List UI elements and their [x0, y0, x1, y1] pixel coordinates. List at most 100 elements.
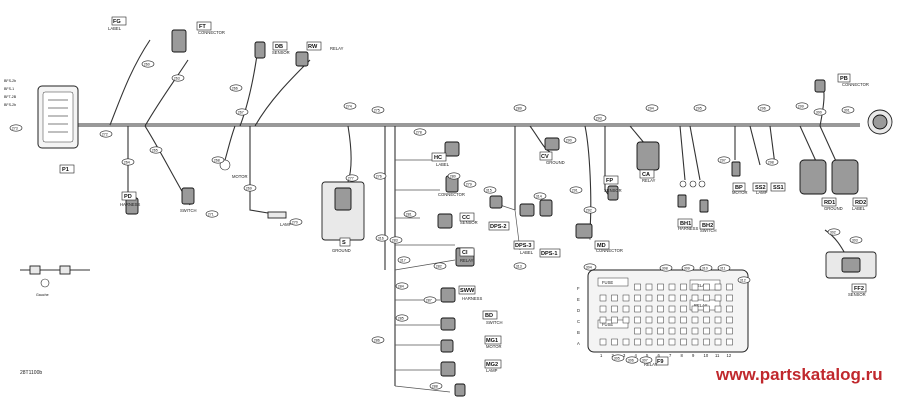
callout-number: 278	[416, 130, 422, 134]
fuse-slot	[703, 305, 710, 313]
callout-bubble	[717, 156, 731, 164]
callout-number: 299	[798, 104, 804, 108]
fuse-note-3: RELAY	[694, 283, 708, 288]
callout-bubble	[849, 236, 863, 244]
code-ci: CI	[462, 250, 468, 256]
callout-bubble	[389, 236, 403, 244]
callout-number: 309	[684, 266, 690, 270]
callout-number: 317	[400, 258, 406, 262]
callout-number: 282	[436, 264, 442, 268]
fuse-slot	[726, 305, 733, 313]
connectors-top-left: FG FT DB RW PD	[111, 16, 322, 219]
code-rd2: RD2	[855, 200, 866, 206]
callout-bubble	[593, 114, 607, 122]
callout-number: 290	[566, 138, 572, 142]
callout-bubble	[99, 130, 113, 138]
fuse-slot	[680, 283, 687, 291]
code-p1: P1	[62, 167, 69, 173]
module-p1: P1	[37, 85, 79, 174]
callout-number: 285	[398, 316, 404, 320]
callout-number: 275	[374, 108, 380, 112]
tiny-labels: LABELCONNECTORSENSORRELAYHARNESSSWITCHMO…	[108, 26, 869, 373]
callout-number: 273	[12, 126, 18, 130]
component-label: SENSOR	[604, 188, 622, 193]
callout-number: 283	[392, 238, 398, 242]
fuse-slot	[691, 338, 699, 346]
component-label: SENSOR	[848, 292, 866, 297]
callout-number: 301	[844, 108, 850, 112]
fuse-col-label: 5	[646, 353, 649, 358]
code-bh2: BH2	[702, 223, 713, 229]
callout-number: 267	[238, 110, 244, 114]
callout-number: 300	[816, 110, 822, 114]
callout-bubble	[371, 336, 385, 344]
fuse-col-label: 7	[669, 353, 672, 358]
fuse-col-label: 11	[715, 353, 720, 358]
callout-number: 305	[614, 356, 620, 360]
fuse-slot	[680, 294, 687, 302]
callout-number: 314	[536, 194, 542, 198]
fuse-slot	[645, 305, 653, 313]
callout-number: 274	[346, 104, 352, 108]
fuse-col-label: 4	[635, 353, 638, 358]
callout-number: 303	[852, 238, 858, 242]
callout-number: 268	[214, 158, 220, 162]
callout-bubble	[765, 158, 779, 166]
fuse-slot	[680, 327, 687, 335]
fuse-slot	[611, 294, 618, 302]
fuse-slot	[691, 294, 699, 302]
callout-bubble	[229, 84, 243, 92]
callout-number: 279	[466, 182, 472, 186]
callout-number: 295	[696, 106, 702, 110]
fuse-slot	[726, 316, 733, 324]
code-cc: CC	[462, 215, 470, 221]
fuse-slot	[611, 305, 618, 313]
fuse-slot	[657, 327, 664, 335]
code-ca: CA	[642, 172, 650, 178]
code-ss1: SS1	[773, 185, 784, 191]
callout-number: 291	[572, 188, 578, 192]
fuse-slot	[657, 305, 664, 313]
callout-number: 315	[486, 188, 492, 192]
callout-number: 276	[376, 174, 382, 178]
callout-bubble	[841, 106, 855, 114]
code-dps-2: DPS-2	[490, 224, 506, 230]
callout-bubble	[235, 108, 249, 116]
fuse-grid	[599, 283, 733, 346]
fuse-row-label: A	[577, 341, 580, 346]
callout-bubble	[699, 264, 713, 272]
component-label: MOTOR	[732, 190, 748, 195]
callout-number: 310	[702, 266, 708, 270]
fuse-slot	[726, 294, 733, 302]
component-label: GROUND	[546, 160, 565, 165]
callout-bubble	[717, 264, 731, 272]
component-label: HARNESS	[462, 296, 482, 301]
callout-number: 265	[152, 148, 158, 152]
component-label: LAMP	[486, 368, 498, 373]
component-label: SENSOR	[272, 50, 290, 55]
component-label: SWITCH	[700, 228, 717, 233]
callout-bubble	[149, 146, 163, 154]
fuse-note-0: FUSE	[602, 280, 613, 285]
connectors-right: BH1 BH2 BP SS2 SS1 RD1 RD2 PB FF2	[677, 73, 893, 293]
part-reference: 28T1100b	[20, 370, 42, 376]
code-s: S	[342, 240, 346, 246]
callout-bubble	[639, 356, 653, 364]
main-harness-trunk	[60, 39, 860, 386]
component-label: CONNECTOR	[438, 192, 465, 197]
component-label: LAMP	[280, 222, 292, 227]
fuse-slot	[691, 283, 699, 291]
tag-bfs-2b: BFS-2b	[4, 79, 16, 83]
callout-bubble	[463, 180, 477, 188]
callout-number: 264	[124, 160, 130, 164]
fuse-slot	[691, 316, 699, 324]
fuse-slot	[714, 316, 722, 324]
connectors-middle: HC CC CI SWW BD MG1 MG2	[431, 141, 502, 397]
callout-number: 308	[662, 266, 668, 270]
fuse-slot	[668, 327, 676, 335]
callout-number: 302	[830, 230, 836, 234]
fuse-slot	[622, 338, 630, 346]
detail-gauche: Gauche	[20, 265, 90, 297]
callout-bubble	[583, 206, 597, 214]
